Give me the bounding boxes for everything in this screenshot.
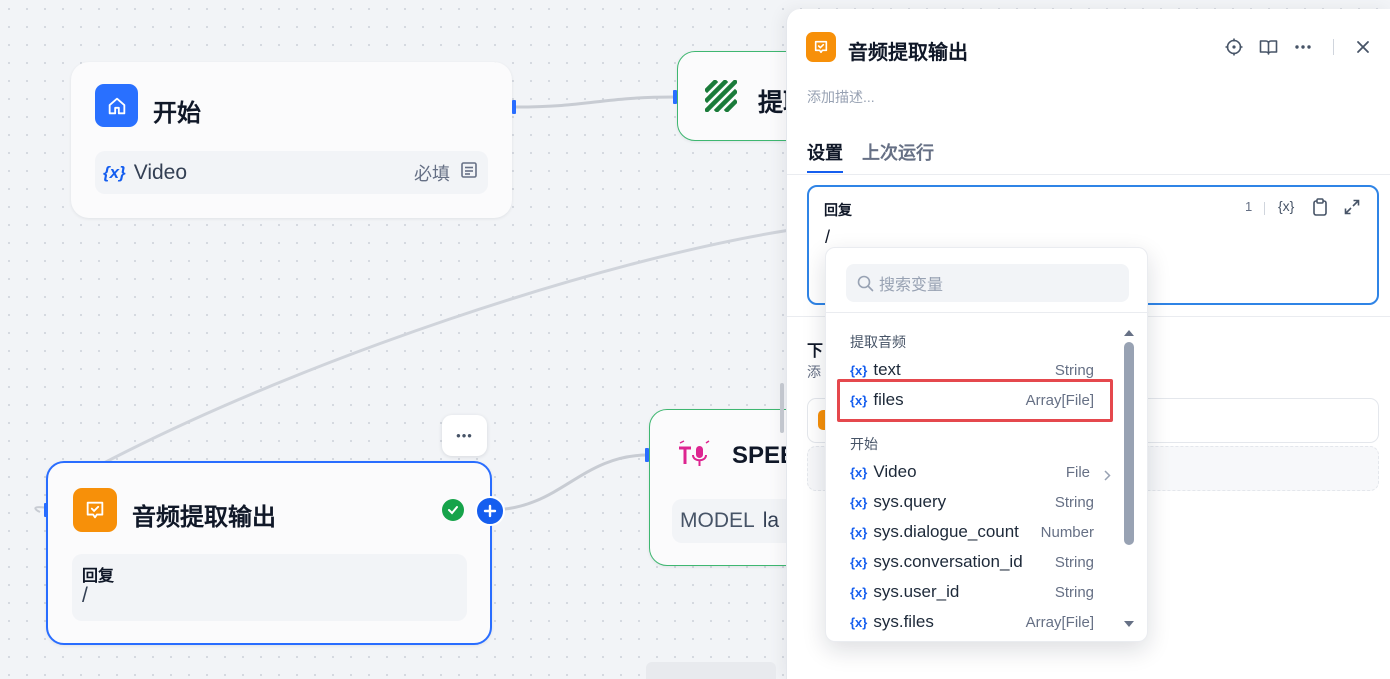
group-label-extract-audio: 提取音频 <box>850 334 906 350</box>
document-icon <box>460 161 478 184</box>
more-options-icon[interactable] <box>1294 38 1312 61</box>
variable-item-sys-dialogue-count[interactable]: {x} sys.dialogue_count Number <box>826 517 1126 547</box>
variable-icon: {x} <box>850 554 868 570</box>
book-icon[interactable] <box>1259 38 1278 61</box>
variable-type: Array[File] <box>1025 613 1094 631</box>
variable-picker-dropdown: 搜索变量 提取音频 {x} text String {x} files Arra… <box>825 247 1149 642</box>
answer-node-title: 音频提取输出 <box>132 504 276 531</box>
start-variable-name: Video <box>133 160 188 184</box>
tab-last-run[interactable]: 上次运行 <box>862 139 934 165</box>
chevron-right-icon <box>1104 466 1111 486</box>
variable-item-sys-query[interactable]: {x} sys.query String <box>826 487 1126 517</box>
highlight-box <box>837 379 1113 422</box>
variable-item-text[interactable]: {x} text String <box>826 355 1126 385</box>
tab-settings-label: 设置 <box>807 143 843 163</box>
variable-type: Number <box>1040 523 1094 541</box>
variable-name: sys.query <box>873 492 947 511</box>
more-dots-icon: ••• <box>456 428 473 443</box>
variable-name: text <box>873 360 901 379</box>
model-label: MODEL <box>680 509 755 532</box>
reply-editor-value[interactable]: / <box>825 227 831 247</box>
variable-name: sys.files <box>873 612 934 631</box>
model-value: la <box>762 509 780 532</box>
canvas-scroll-indicator[interactable] <box>780 383 784 433</box>
tab-settings[interactable]: 设置 <box>807 139 843 175</box>
variable-type: String <box>1054 583 1094 601</box>
panel-title[interactable]: 音频提取输出 <box>848 42 968 64</box>
speech-node-title: SPEE <box>732 442 797 469</box>
panel-answer-icon <box>806 32 836 62</box>
extract-input-handle[interactable] <box>673 90 677 104</box>
variable-name: sys.dialogue_count <box>873 522 1019 541</box>
locate-icon[interactable] <box>1225 38 1243 61</box>
tabs-divider <box>787 174 1390 175</box>
answer-icon <box>73 488 117 532</box>
close-icon[interactable] <box>1356 40 1370 59</box>
variable-item-sys-conversation-id[interactable]: {x} sys.conversation_id String <box>826 547 1126 577</box>
variable-icon: {x} <box>850 464 868 480</box>
variable-icon: {x} <box>850 494 868 510</box>
reply-field-preview: 回复 / <box>72 554 467 621</box>
variable-icon: {x} <box>850 362 868 378</box>
variable-icon: {x} <box>850 524 868 540</box>
scroll-up-arrow-icon[interactable] <box>1123 324 1135 342</box>
expand-icon[interactable] <box>1344 199 1360 220</box>
required-label: 必填 <box>414 163 450 184</box>
variable-type: String <box>1054 493 1094 511</box>
variable-name: sys.conversation_id <box>873 552 1023 571</box>
variable-icon: {x} <box>850 614 868 630</box>
variable-type: Array[File] <box>1025 391 1094 409</box>
variable-name: sys.user_id <box>873 582 960 601</box>
variable-icon: {x} <box>850 584 868 600</box>
canvas-bottom-toolbar <box>646 662 776 679</box>
variable-icon: {x} <box>850 392 868 408</box>
variable-item-sys-user-id[interactable]: {x} sys.user_id String <box>826 577 1126 607</box>
clipboard-icon[interactable] <box>1312 198 1328 221</box>
reply-editor-label: 回复 <box>824 202 852 218</box>
variable-type: String <box>1054 361 1094 379</box>
extract-icon <box>703 78 739 117</box>
variable-item-files[interactable]: {x} files Array[File] <box>826 385 1126 415</box>
reply-char-counter: 1 <box>1245 199 1253 214</box>
description-input[interactable]: 添加描述... <box>807 89 875 105</box>
variable-type: File <box>1065 463 1090 481</box>
answer-node[interactable]: 音频提取输出 回复 / <box>46 461 492 645</box>
counter-divider <box>1264 202 1265 215</box>
node-more-button[interactable]: ••• <box>442 415 487 456</box>
variable-name: files <box>873 390 904 409</box>
variable-item-video[interactable]: {x} Video File <box>826 457 1126 487</box>
reply-label: 回复 <box>82 568 115 585</box>
variable-item-sys-files[interactable]: {x} sys.files Array[File] <box>826 607 1126 637</box>
variable-name: Video <box>873 462 917 481</box>
answer-input-handle[interactable] <box>44 503 48 517</box>
group-label-start: 开始 <box>850 436 878 452</box>
variable-search-placeholder: 搜索变量 <box>879 277 944 294</box>
add-node-plus-icon[interactable] <box>475 496 505 526</box>
start-node[interactable]: 开始 {x} Video 必填 <box>71 62 512 218</box>
home-icon <box>95 84 138 127</box>
header-divider <box>1333 39 1334 55</box>
dropdown-divider <box>826 312 1149 313</box>
speech-input-handle[interactable] <box>645 448 649 462</box>
tab-last-run-label: 上次运行 <box>862 143 934 163</box>
scroll-down-arrow-icon[interactable] <box>1123 615 1135 633</box>
below-section-subtitle: 添 <box>807 364 821 380</box>
variable-search-input[interactable]: 搜索变量 <box>846 264 1129 302</box>
insert-variable-icon[interactable]: {x} <box>1278 198 1295 214</box>
variable-icon: {x} <box>103 162 126 182</box>
below-section-title: 下 <box>807 343 824 360</box>
success-check-icon <box>442 499 464 521</box>
start-output-handle[interactable] <box>512 100 516 114</box>
search-icon <box>857 275 874 292</box>
variable-type: String <box>1054 553 1094 571</box>
dropdown-scrollbar-thumb[interactable] <box>1124 342 1134 545</box>
start-variable-row[interactable]: {x} Video 必填 <box>95 151 488 194</box>
start-node-title: 开始 <box>153 100 201 127</box>
reply-value: / <box>82 584 88 607</box>
tab-active-indicator <box>807 171 843 173</box>
speech-icon <box>676 440 712 477</box>
